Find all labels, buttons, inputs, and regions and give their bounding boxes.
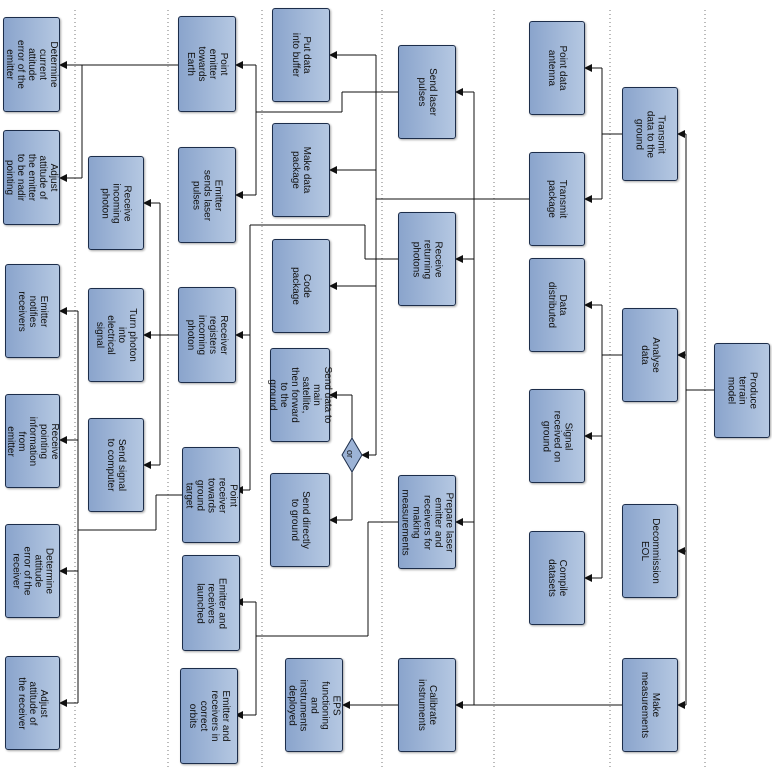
node-produce-terrain-model[interactable]: Produce terrain model	[714, 343, 770, 438]
node-make-measurements[interactable]: Make measurements	[622, 658, 678, 752]
node-point-data-antenna[interactable]: Point data antenna	[529, 21, 585, 115]
node-prepare-laser-emitter[interactable]: Prepare laser emitter and receivers for …	[398, 475, 456, 569]
node-decommission-eol[interactable]: Decommission EOL	[622, 504, 678, 598]
node-point-receiver-towards-ground-target[interactable]: Point receiver towards ground target	[182, 447, 240, 543]
node-send-data-to-main-satellite[interactable]: Send data to main satellite, then forwar…	[267, 348, 333, 442]
node-calibrate-instruments[interactable]: Calibrate instruments	[398, 658, 456, 752]
node-turn-photon-into-electrical-signal[interactable]: Turn photon into electrical signal	[88, 288, 144, 382]
node-adjust-attitude-emitter[interactable]: Adjust attitude of the emitter to be nad…	[3, 130, 60, 225]
node-adjust-attitude-receiver[interactable]: Adjust attitude of the receiver	[5, 656, 60, 750]
node-transmit-data-to-ground[interactable]: Transmit data to the ground	[622, 87, 678, 181]
node-determine-attitude-error-receiver[interactable]: Determine attitude error of the receiver	[5, 524, 60, 618]
node-make-data-package[interactable]: Make data package	[272, 123, 330, 217]
node-receive-pointing-information[interactable]: Receive pointing information from emitte…	[5, 394, 60, 488]
node-emitter-and-receivers-launched[interactable]: Emitter and receivers launched	[182, 555, 240, 651]
level-separators	[74, 10, 706, 770]
or-decision-diamond	[341, 437, 363, 473]
node-receive-returning-photons[interactable]: Receive returning photons	[398, 212, 456, 306]
node-code-package[interactable]: Code package	[272, 239, 330, 333]
node-put-data-into-buffer[interactable]: Put data into buffer	[272, 8, 330, 102]
node-point-emitter-towards-earth[interactable]: Point emitter towards Earth	[178, 16, 236, 112]
node-receive-incoming-photon[interactable]: Receive incoming photon	[88, 156, 144, 250]
node-determine-attitude-error-emitter[interactable]: Determine current attitude error of the …	[3, 17, 60, 112]
node-emitter-notifies-receivers[interactable]: Emitter notifies receivers	[5, 264, 60, 358]
node-send-signal-to-computer[interactable]: Send signal to computer	[88, 418, 144, 512]
node-eps-functioning[interactable]: EPS functioning and instruments deployed	[285, 658, 343, 752]
node-signal-received-on-ground[interactable]: Signal received on ground	[529, 389, 585, 483]
node-emitter-sends-laser-pulses[interactable]: Emitter sends laser pulses	[178, 147, 236, 243]
node-transmit-package[interactable]: Transmit package	[529, 152, 585, 246]
node-receiver-registers-incoming-photon[interactable]: Receiver registers incoming photon	[178, 287, 236, 383]
node-analyse-data[interactable]: Analyse data	[622, 308, 678, 402]
or-decision-label: or	[345, 449, 356, 459]
node-compile-datasets[interactable]: Compile datasets	[529, 531, 585, 625]
node-send-laser-pulses[interactable]: Send laser pulses	[398, 45, 456, 139]
node-send-directly-to-ground[interactable]: Send directly to ground	[270, 473, 330, 567]
node-emitter-and-receivers-in-correct-orbits[interactable]: Emitter and receivers in correct orbits	[180, 668, 238, 764]
node-data-distributed[interactable]: Data distributed	[529, 258, 585, 352]
